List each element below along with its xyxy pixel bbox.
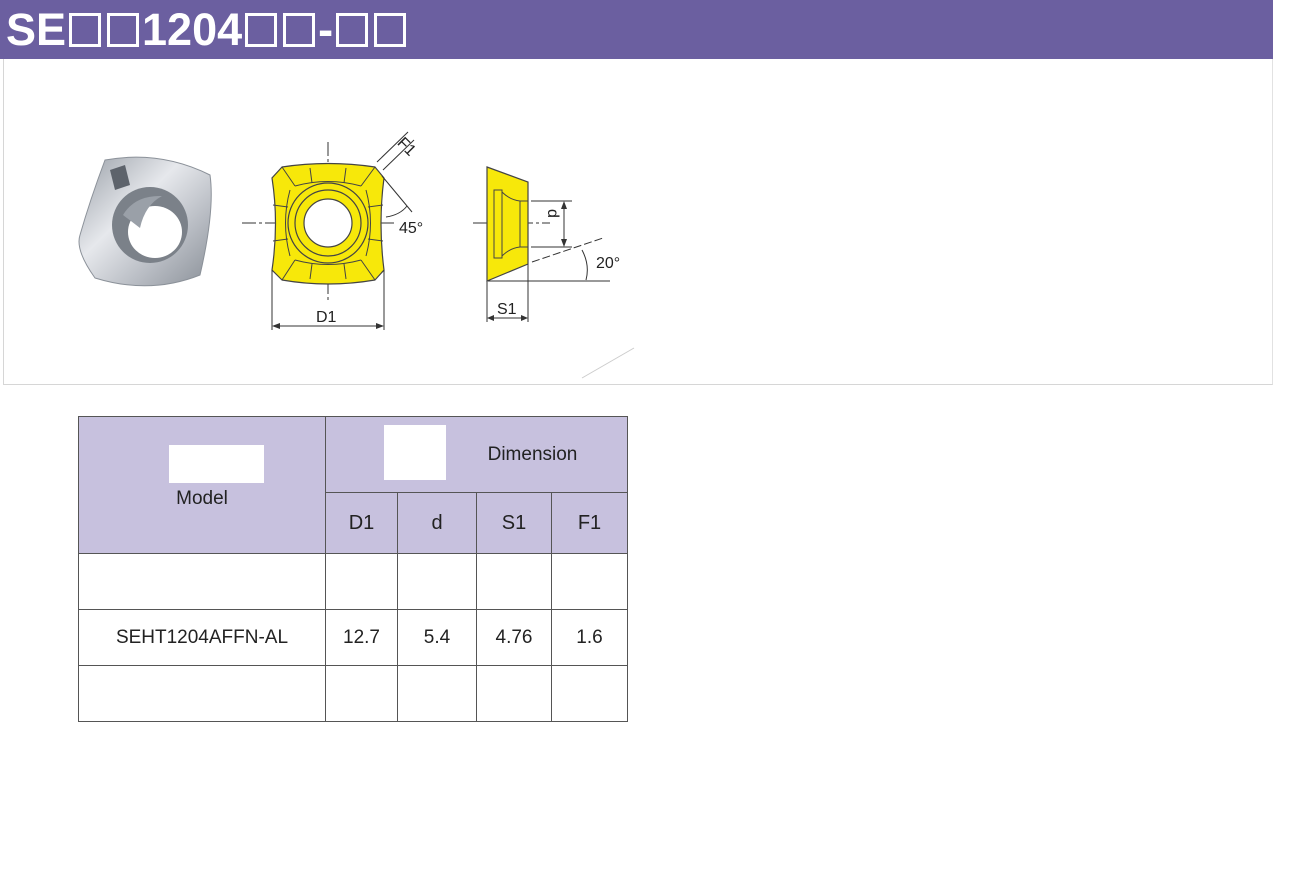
cell-d bbox=[397, 553, 477, 610]
redacted-block bbox=[169, 445, 264, 483]
svg-text:S1: S1 bbox=[497, 301, 517, 318]
cell-model bbox=[78, 665, 326, 722]
svg-text:d: d bbox=[544, 209, 561, 218]
placeholder-box bbox=[69, 13, 102, 47]
placeholder-box bbox=[336, 13, 369, 47]
svg-text:45°: 45° bbox=[399, 220, 423, 237]
side-view-drawing: d 20° S1 bbox=[473, 166, 620, 322]
col-d1: D1 bbox=[325, 492, 398, 554]
cell-model bbox=[78, 553, 326, 610]
cell-f1: 1.6 bbox=[551, 609, 628, 666]
dimension-header: Dimension bbox=[325, 416, 628, 493]
title-prefix: SE bbox=[6, 4, 67, 55]
title-banner: SE 1204 - bbox=[0, 0, 1273, 59]
placeholder-box bbox=[374, 13, 407, 47]
cell-f1 bbox=[551, 665, 628, 722]
placeholder-box bbox=[107, 13, 140, 47]
col-d: d bbox=[397, 492, 477, 554]
placeholder-box bbox=[245, 13, 278, 47]
redacted-block bbox=[384, 425, 446, 480]
svg-text:20°: 20° bbox=[596, 255, 620, 272]
decorative-line bbox=[581, 347, 635, 379]
cell-d bbox=[397, 665, 477, 722]
cell-d1: 12.7 bbox=[325, 609, 398, 666]
page-title: SE 1204 - bbox=[6, 2, 409, 58]
insert-diagram: F1 45° D1 d 20° S1 bbox=[78, 131, 635, 379]
col-s1: S1 bbox=[476, 492, 552, 554]
model-header-label: Model bbox=[176, 488, 228, 509]
title-middle: 1204 bbox=[142, 4, 243, 55]
cell-d: 5.4 bbox=[397, 609, 477, 666]
table-row bbox=[78, 665, 628, 722]
cell-d1 bbox=[325, 553, 398, 610]
table-row bbox=[78, 553, 628, 610]
cell-s1 bbox=[476, 553, 552, 610]
title-dash: - bbox=[318, 4, 334, 55]
model-header: Model bbox=[78, 416, 326, 554]
dimension-header-label: Dimension bbox=[487, 443, 578, 465]
col-f1: F1 bbox=[551, 492, 628, 554]
table-row: SEHT1204AFFN-AL 12.7 5.4 4.76 1.6 bbox=[78, 609, 628, 666]
cell-s1 bbox=[476, 665, 552, 722]
cell-d1 bbox=[325, 665, 398, 722]
top-view-drawing: F1 45° D1 bbox=[242, 131, 423, 330]
placeholder-box bbox=[283, 13, 316, 47]
cell-model: SEHT1204AFFN-AL bbox=[78, 609, 326, 666]
cell-s1: 4.76 bbox=[476, 609, 552, 666]
diagram-panel bbox=[3, 59, 1273, 385]
spec-table: Model Dimension D1 d S1 F1 SEHT1204AFFN-… bbox=[78, 416, 628, 722]
insert-photo-icon bbox=[78, 156, 212, 287]
svg-text:D1: D1 bbox=[316, 309, 337, 326]
cell-f1 bbox=[551, 553, 628, 610]
